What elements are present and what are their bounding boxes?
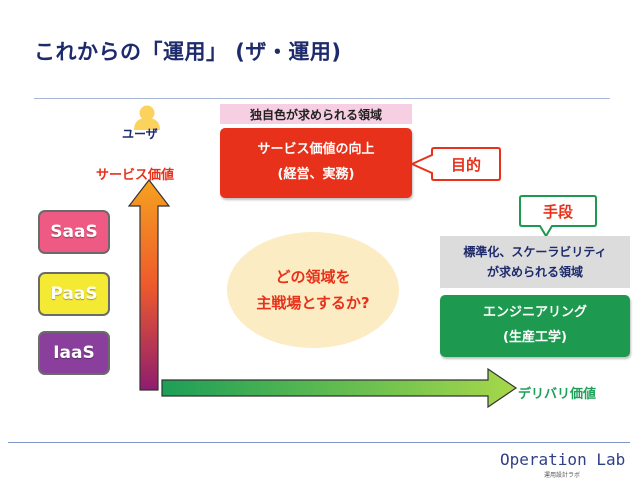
engineering-box-line1: エンジニアリング (482, 305, 587, 321)
operation-lab-logo-sub: 運用設計ラボ (544, 472, 581, 479)
service-value-axis-label: サービス価値 (96, 168, 175, 183)
means-callout: 手段 (519, 195, 597, 238)
goal-callout-text: 目的 (451, 156, 481, 174)
question-line2: 主戦場とするか? (256, 294, 370, 312)
service-value-arrow (127, 179, 171, 391)
service-value-goal-box: サービス価値の向上 (経営、実務) (220, 128, 412, 198)
delivery-value-axis-label: デリバリ価値 (518, 387, 597, 402)
footer-divider (8, 442, 630, 443)
means-callout-text: 手段 (543, 203, 573, 221)
standard-box-line2: が求められる領域 (486, 265, 583, 279)
engineering-box: エンジニアリング (生産工学) (440, 295, 630, 357)
saas-layer: SaaS (38, 210, 110, 254)
engineering-box-line2: (生産工学) (503, 330, 567, 345)
delivery-value-arrow (161, 367, 518, 409)
standard-box-line1: 標準化、スケーラビリティ (463, 244, 607, 259)
question-line1: どの領域を (275, 267, 351, 286)
operation-lab-logo: Operation Lab (500, 450, 626, 469)
standardization-domain-box: 標準化、スケーラビリティ が求められる領域 (440, 236, 630, 288)
unique-domain-caption: 独自色が求められる領域 (220, 104, 412, 124)
page-title: これからの「運用」 (ザ・運用) (34, 40, 342, 64)
paas-layer: PaaS (38, 272, 110, 316)
goal-box-line2: (経営、実務) (277, 167, 355, 182)
user-icon (134, 105, 160, 130)
iaas-layer: IaaS (38, 331, 110, 375)
question-bubble: どの領域を 主戦場とするか? (227, 232, 399, 348)
user-label: ユーザ (122, 127, 158, 141)
title-divider (34, 98, 610, 99)
goal-callout: 目的 (409, 147, 501, 181)
goal-box-line1: サービス価値の向上 (257, 142, 375, 158)
